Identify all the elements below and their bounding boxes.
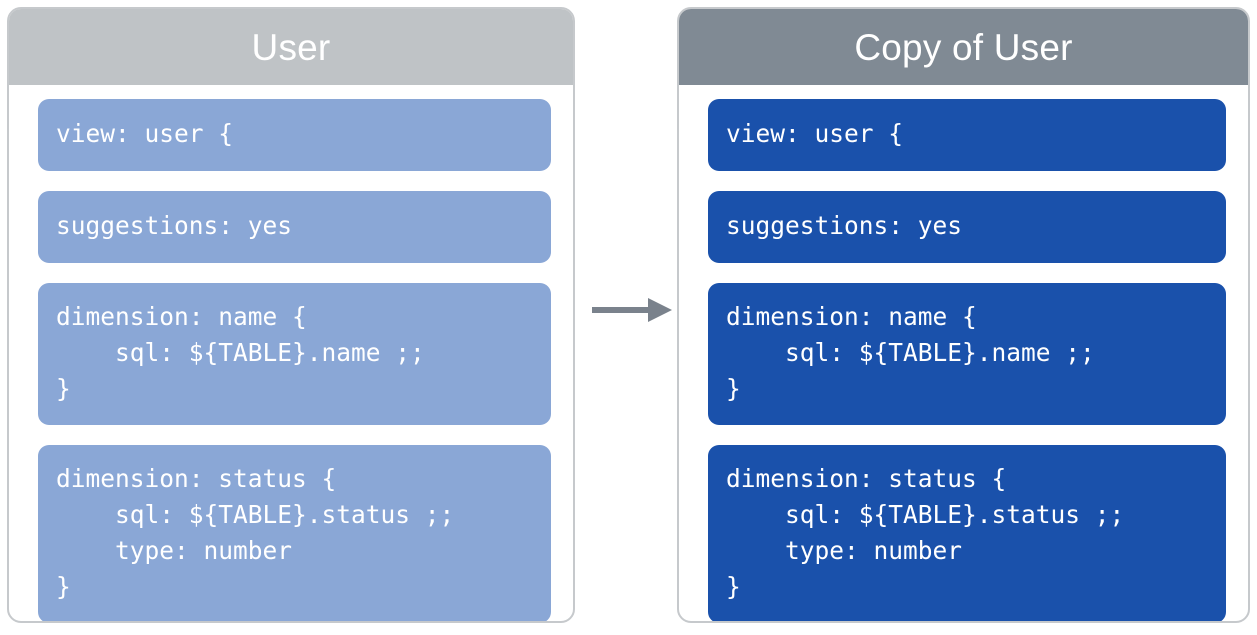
panel-copy-body: view: user { suggestions: yes dimension:… (679, 85, 1248, 621)
code-block-view-declaration: view: user { (708, 99, 1226, 171)
code-block-suggestions-parameter: suggestions: yes (38, 191, 551, 263)
panel-copy-view: Copy of User view: user { suggestions: y… (677, 7, 1250, 623)
code-block-view-declaration: view: user { (38, 99, 551, 171)
right-arrow-icon (590, 296, 674, 324)
panel-copy-title: Copy of User (679, 9, 1248, 85)
panel-source-view: User view: user { suggestions: yes dimen… (7, 7, 575, 623)
code-block-dimension-name: dimension: name { sql: ${TABLE}.name ;; … (38, 283, 551, 425)
code-block-dimension-status: dimension: status { sql: ${TABLE}.status… (38, 445, 551, 621)
code-block-dimension-status: dimension: status { sql: ${TABLE}.status… (708, 445, 1226, 621)
code-block-suggestions-parameter: suggestions: yes (708, 191, 1226, 263)
panel-source-title: User (9, 9, 573, 85)
panel-source-body: view: user { suggestions: yes dimension:… (9, 85, 573, 621)
code-block-dimension-name: dimension: name { sql: ${TABLE}.name ;; … (708, 283, 1226, 425)
